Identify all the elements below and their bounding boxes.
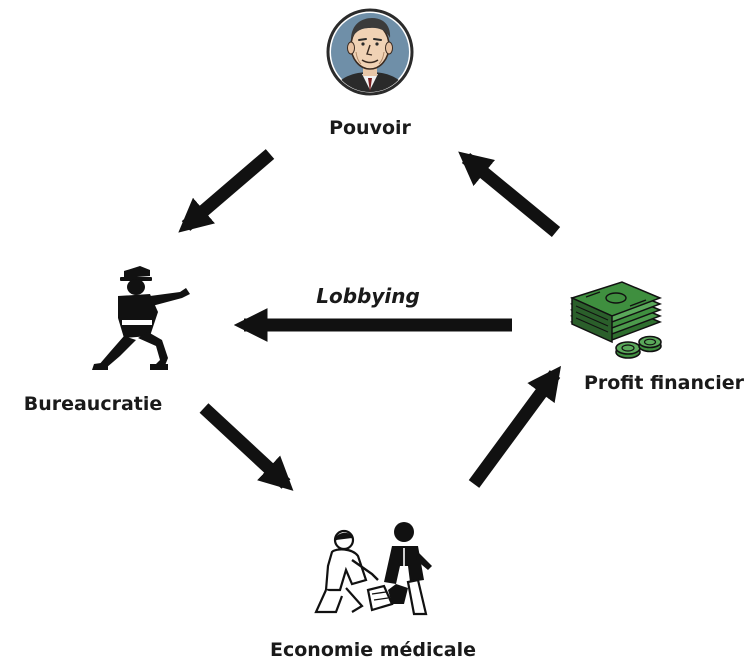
node-label-profit-financier: Profit financier <box>584 372 745 394</box>
money-stack-icon <box>569 281 663 359</box>
node-label-economie-medicale: Economie médicale <box>270 639 476 661</box>
arrows: Lobbying <box>178 149 562 491</box>
node-label-pouvoir: Pouvoir <box>329 117 411 139</box>
node-bureaucratie: Bureaucratie <box>24 266 190 415</box>
arrow-pouvoir-to-bureaucratie <box>178 149 275 233</box>
doctor-patient-icon <box>314 522 432 616</box>
node-profit-financier: Profit financier <box>569 281 745 394</box>
police-officer-icon <box>92 266 190 370</box>
arrow-bureaucratie-to-economie <box>199 403 294 491</box>
node-economie-medicale: Economie médicale <box>270 522 476 661</box>
arrow-profit-to-pouvoir <box>458 151 561 238</box>
node-label-bureaucratie: Bureaucratie <box>24 393 163 415</box>
node-pouvoir: Pouvoir <box>326 8 414 139</box>
edge-label-lobbying: Lobbying <box>316 284 420 308</box>
arrow-economie-to-profit <box>468 365 562 488</box>
politician-portrait-icon <box>326 8 414 96</box>
